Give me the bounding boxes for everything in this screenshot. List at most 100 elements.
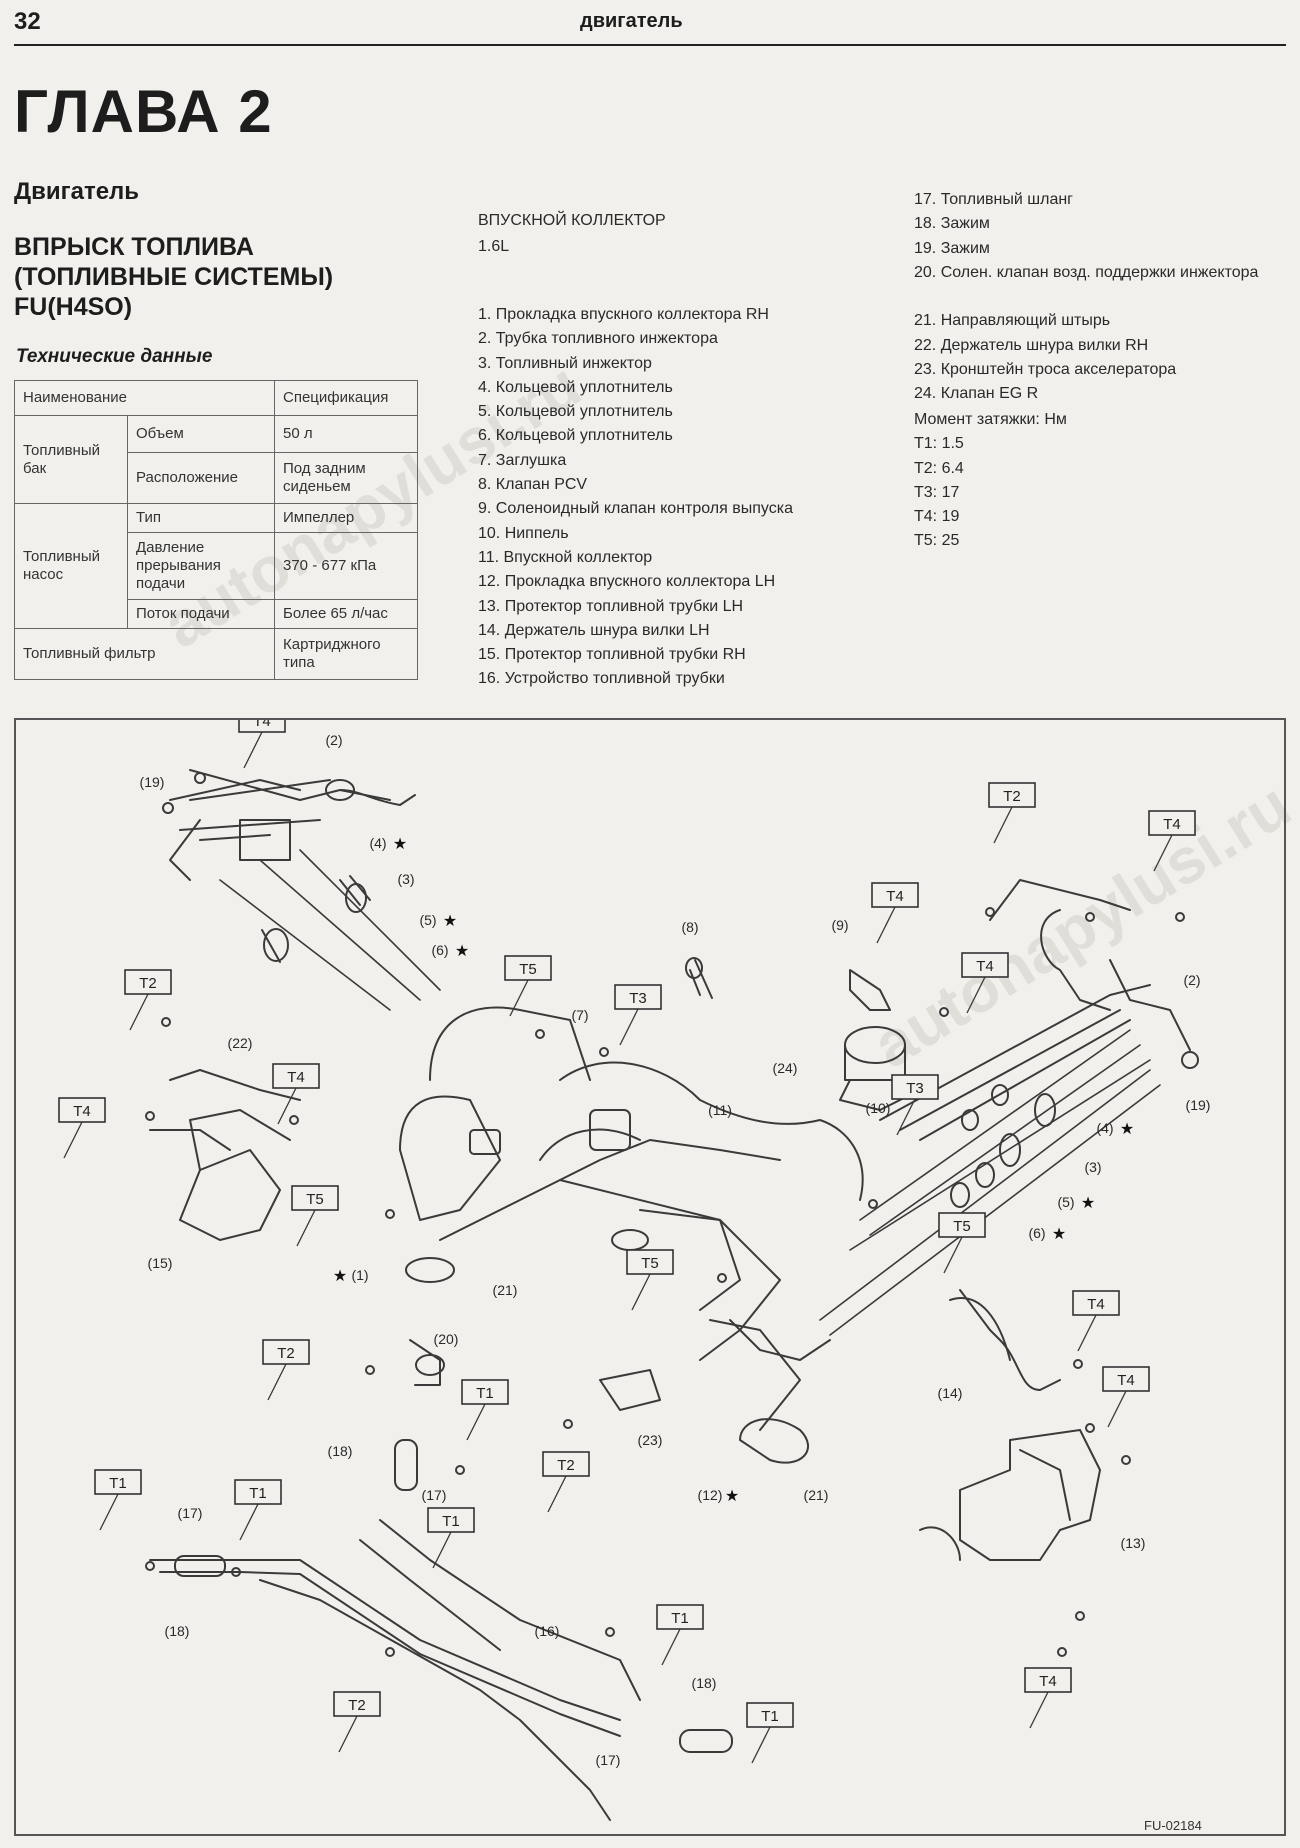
torque-box: T4 bbox=[871, 882, 919, 908]
torque-box-label: T4 bbox=[1039, 1673, 1057, 1690]
torque-box-label: T4 bbox=[976, 958, 994, 975]
part-callout: (4) bbox=[1096, 1120, 1113, 1136]
part-callout: (11) bbox=[708, 1102, 732, 1118]
leader-line bbox=[1077, 1314, 1097, 1352]
leader-line bbox=[993, 806, 1013, 844]
param-cell: Давление прерывания подачи bbox=[127, 532, 275, 600]
leader-line bbox=[943, 1236, 963, 1274]
star-icon: ★ bbox=[725, 1488, 739, 1505]
torque-value: T4: 19 bbox=[914, 508, 960, 526]
leader-line bbox=[277, 1087, 297, 1125]
torque-box-label: T2 bbox=[277, 1345, 295, 1362]
leader-line bbox=[1029, 1691, 1049, 1729]
list-item: 18. Зажим bbox=[914, 215, 990, 233]
torque-box: T1 bbox=[461, 1379, 509, 1405]
part-callout: (2) bbox=[325, 732, 342, 748]
list-item: 1. Прокладка впускного коллектора RH bbox=[478, 306, 769, 323]
part-callout: (3) bbox=[397, 871, 414, 887]
leader-line bbox=[466, 1403, 486, 1441]
torque-value: T2: 6.4 bbox=[914, 459, 964, 477]
torque-box-label: T3 bbox=[629, 990, 647, 1007]
list-item: 4. Кольцевой уплотнитель bbox=[478, 378, 673, 396]
group-cell: Топливный насос bbox=[14, 503, 128, 629]
section-label: Двигатель bbox=[14, 178, 140, 205]
parts-list-right: 17. Топливный шланг 18. Зажим 19. Зажим … bbox=[914, 188, 1284, 407]
leader-line bbox=[296, 1209, 316, 1247]
part-callout: (21) bbox=[493, 1282, 518, 1298]
list-item: 3. Топливный инжектор bbox=[478, 354, 652, 372]
list-item: 20. Солен. клапан возд. поддержки инжект… bbox=[914, 263, 1259, 281]
list-item: 9. Соленоидный клапан контроля выпуска bbox=[478, 500, 793, 518]
leader-line bbox=[751, 1726, 771, 1764]
list-item: 22. Держатель шнура вилки RH bbox=[914, 336, 1149, 354]
subsection-title-line: FU(H4SO) bbox=[14, 293, 133, 321]
param-cell: Поток подачи bbox=[127, 599, 275, 629]
part-callout: (3) bbox=[1084, 1159, 1101, 1175]
list-item: 7. Заглушка bbox=[478, 451, 567, 469]
part-callout: (8) bbox=[681, 919, 698, 935]
table-header-cell: Спецификация bbox=[274, 380, 418, 416]
torque-box-label: T1 bbox=[249, 1485, 267, 1502]
star-icon: ★ bbox=[1052, 1226, 1066, 1243]
torque-box-label: T2 bbox=[1003, 788, 1021, 805]
torque-box: T4 bbox=[238, 720, 286, 733]
leader-line bbox=[243, 731, 263, 769]
torque-box-label: T1 bbox=[761, 1708, 779, 1725]
leader-line bbox=[509, 979, 529, 1017]
table-header-row: Наименование Спецификация bbox=[14, 380, 418, 416]
list-item: 19. Зажим bbox=[914, 239, 990, 257]
leader-line bbox=[1153, 834, 1173, 872]
torque-box-label: T2 bbox=[139, 975, 157, 992]
torque-value: T3: 17 bbox=[914, 483, 960, 501]
list-item: 17. Топливный шланг bbox=[914, 191, 1074, 208]
leader-line bbox=[631, 1273, 651, 1311]
star-icon: ★ bbox=[1120, 1121, 1134, 1138]
part-callout: (10) bbox=[866, 1100, 891, 1116]
torque-box-label: T4 bbox=[1087, 1296, 1105, 1313]
torque-box: T2 bbox=[124, 969, 172, 995]
torque-box-label: T4 bbox=[287, 1069, 305, 1086]
list-item: 10. Ниппель bbox=[478, 524, 569, 542]
list-item: 15. Протектор топливной трубки RH bbox=[478, 646, 746, 664]
part-callout: (21) bbox=[804, 1487, 829, 1503]
torque-box-label: T1 bbox=[671, 1610, 689, 1627]
part-callout: (4) bbox=[369, 835, 386, 851]
part-callout: (19) bbox=[1186, 1097, 1211, 1113]
list-item: 24. Клапан EG R bbox=[914, 385, 1039, 403]
torque-box: T5 bbox=[291, 1185, 339, 1211]
part-callout: (20) bbox=[434, 1331, 459, 1347]
star-icon: ★ bbox=[443, 913, 457, 930]
header-rule bbox=[14, 44, 1286, 46]
torque-box: T1 bbox=[427, 1507, 475, 1533]
leader-line bbox=[661, 1628, 681, 1666]
part-callout: (22) bbox=[228, 1035, 253, 1051]
part-callout: (17) bbox=[596, 1752, 621, 1768]
torque-box-label: T5 bbox=[953, 1218, 971, 1235]
torque-box: T4 bbox=[1102, 1366, 1150, 1392]
leader-line bbox=[1107, 1390, 1127, 1428]
torque-box-label: T4 bbox=[1117, 1372, 1135, 1389]
part-callout: (7) bbox=[571, 1007, 588, 1023]
leader-line bbox=[239, 1503, 259, 1541]
star-icon: ★ bbox=[1081, 1195, 1095, 1212]
part-callout: (5) bbox=[419, 912, 436, 928]
star-icon: ★ bbox=[455, 943, 469, 960]
part-callout: (19) bbox=[140, 774, 165, 790]
table-row: Поток подачи Более 65 л/час bbox=[15, 599, 418, 629]
torque-box: T1 bbox=[234, 1479, 282, 1505]
diagram-frame bbox=[14, 718, 1286, 1836]
leader-line bbox=[896, 1098, 916, 1136]
torque-box-label: T4 bbox=[73, 1103, 91, 1120]
part-callout: (6) bbox=[431, 942, 448, 958]
diagram-leaders bbox=[63, 731, 1173, 1764]
group-cell: Топливный бак bbox=[14, 415, 128, 504]
page-number: 32 bbox=[14, 8, 41, 35]
part-callout: (5) bbox=[1057, 1194, 1074, 1210]
torque-box: T3 bbox=[614, 984, 662, 1010]
torque-box-layer: T4T2T4T4T4T5T3T2T3T4T4T5T5T5T4T2T1T4T2T1… bbox=[58, 720, 1196, 1728]
list-item: 21. Направляющий штырь bbox=[914, 312, 1111, 330]
part-callout: (12) bbox=[698, 1487, 723, 1503]
torque-box: T2 bbox=[333, 1691, 381, 1717]
torque-box-label: T5 bbox=[519, 961, 537, 978]
list-item: 11. Впускной коллектор bbox=[478, 548, 653, 566]
